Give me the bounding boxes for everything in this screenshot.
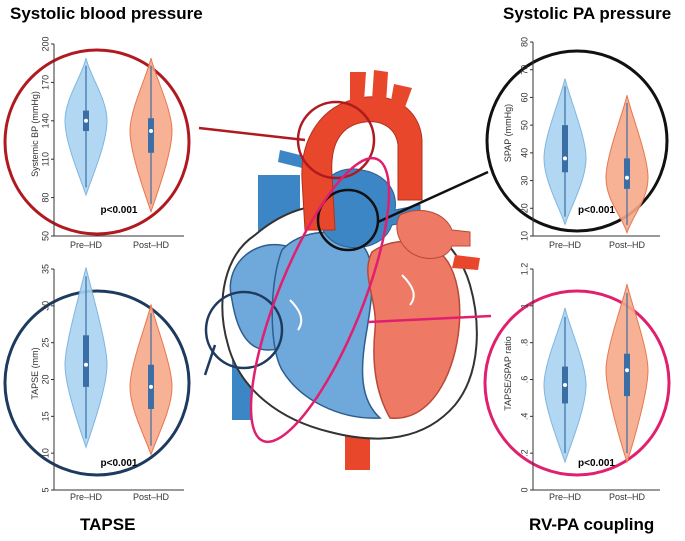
y-tick-label: 40 — [519, 148, 529, 158]
connector-spap — [377, 170, 489, 224]
left-atrium — [396, 209, 471, 259]
median-dot — [149, 129, 153, 134]
heart-illustration — [221, 70, 480, 470]
y-axis-label: TAPSE (mm) — [30, 347, 40, 399]
median-dot — [625, 175, 629, 180]
y-tick-label: .4 — [519, 413, 529, 421]
y-tick-label: 110 — [40, 152, 50, 166]
median-dot — [84, 118, 88, 123]
ring-aorta — [296, 100, 376, 180]
ring-tricuspid — [204, 290, 284, 370]
y-tick-label: 30 — [40, 301, 50, 311]
connector-sbp — [198, 126, 306, 142]
y-tick-label: 170 — [40, 75, 50, 90]
y-tick-label: .8 — [519, 339, 529, 347]
p-value-annotation: p<0.001 — [101, 205, 138, 216]
x-category-label: Pre–HD — [70, 492, 103, 502]
y-tick-label: 50 — [519, 120, 529, 130]
title-systolic-pa: Systolic PA pressure — [503, 4, 672, 23]
p-value-annotation: p<0.001 — [578, 458, 615, 469]
y-tick-label: 50 — [40, 231, 50, 241]
y-tick-label: 10 — [519, 231, 529, 241]
median-dot — [625, 368, 629, 373]
x-category-label: Post–HD — [609, 492, 646, 502]
iqr-box — [562, 125, 568, 173]
aortic-branch-3 — [390, 84, 412, 110]
y-tick-label: 1 — [519, 303, 529, 308]
y-tick-label: 20 — [40, 374, 50, 384]
title-tapse: TAPSE — [80, 515, 136, 534]
aortic-branch-2 — [372, 70, 388, 104]
pulmonary-vein — [452, 255, 480, 270]
median-dot — [84, 362, 88, 367]
iqr-box — [148, 118, 154, 153]
y-tick-label: 25 — [40, 338, 50, 348]
y-tick-label: 1.2 — [519, 263, 529, 276]
y-tick-label: 80 — [40, 193, 50, 203]
y-tick-label: 10 — [40, 448, 50, 458]
y-tick-label: 60 — [519, 92, 529, 102]
iqr-box — [624, 158, 630, 189]
median-dot — [563, 156, 567, 161]
y-tick-label: 5 — [40, 487, 50, 492]
y-tick-label: 35 — [40, 264, 50, 274]
ring-rv-pa — [249, 156, 391, 444]
y-tick-label: 140 — [40, 113, 50, 128]
y-tick-label: 0 — [519, 487, 529, 492]
y-tick-label: .6 — [519, 376, 529, 384]
x-category-label: Post–HD — [609, 240, 646, 250]
y-axis-label: Systemic BP (mmHg) — [30, 91, 40, 177]
p-value-annotation: p<0.001 — [101, 458, 138, 469]
x-category-label: Pre–HD — [70, 240, 103, 250]
valve-detail-1 — [289, 299, 303, 331]
median-dot — [149, 384, 153, 389]
ring-pulmonary — [316, 188, 380, 252]
y-tick-label: 20 — [519, 203, 529, 213]
y-tick-label: 15 — [40, 411, 50, 421]
title-rv-pa-coupling: RV-PA coupling — [529, 515, 655, 534]
y-tick-label: .2 — [519, 449, 529, 457]
y-axis-label: SPAP (mmHg) — [503, 104, 513, 162]
p-value-annotation: p<0.001 — [578, 205, 615, 216]
pulmonary-artery — [317, 168, 421, 249]
x-category-label: Post–HD — [133, 492, 170, 502]
median-dot — [563, 383, 567, 388]
valve-detail-2 — [401, 274, 415, 306]
y-tick-label: 80 — [519, 37, 529, 47]
y-tick-label: 30 — [519, 176, 529, 186]
connector-tapse — [203, 344, 217, 376]
title-systolic-bp: Systolic blood pressure — [10, 4, 203, 23]
connector-ratio — [367, 314, 492, 324]
y-axis-label: TAPSE/SPAP ratio — [503, 336, 513, 411]
y-tick-label: 200 — [40, 36, 50, 51]
iqr-box — [624, 353, 630, 397]
iqr-box — [83, 335, 89, 387]
aortic-branch-1 — [350, 72, 366, 104]
y-tick-label: 70 — [519, 65, 529, 75]
aortic-arch — [301, 96, 423, 231]
x-category-label: Post–HD — [133, 240, 170, 250]
x-category-label: Pre–HD — [549, 492, 582, 502]
x-category-label: Pre–HD — [549, 240, 582, 250]
